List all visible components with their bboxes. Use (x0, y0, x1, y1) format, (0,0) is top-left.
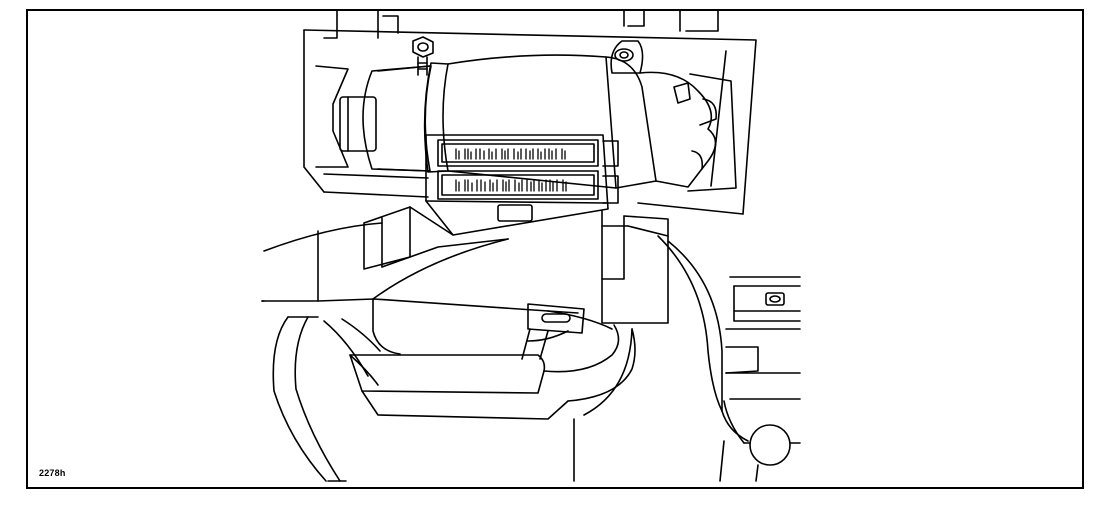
figure-code: 2278h (39, 468, 66, 478)
side-rail (723, 276, 801, 444)
round-knob (743, 424, 801, 482)
mounting-bracket-frame (303, 11, 757, 215)
motor-housing (339, 40, 718, 189)
mounting-bolt (412, 36, 434, 76)
label-barcode-upper (455, 148, 566, 160)
support-column (601, 210, 669, 324)
control-module (425, 134, 619, 236)
label-barcode-lower (455, 179, 567, 192)
figure-frame: 2278h (26, 9, 1084, 489)
mechanical-line-drawing (261, 11, 801, 482)
curved-duct (261, 222, 749, 482)
lower-mounting-block (363, 206, 509, 270)
slotted-bracket (521, 303, 585, 360)
lower-frame-lines (261, 300, 725, 482)
